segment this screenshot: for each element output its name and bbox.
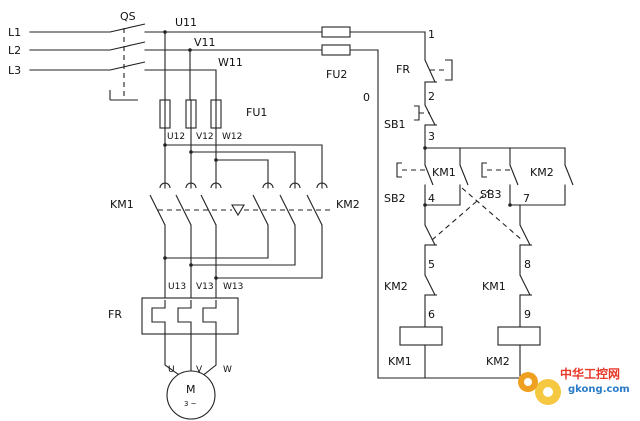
stop-button-sb1: SB1 <box>384 104 437 131</box>
coil-reverse-label: KM2 <box>486 355 510 368</box>
motor: U V W M 3 ~ <box>164 333 232 420</box>
node-u12: U12 <box>167 132 185 142</box>
power-circuit: L1 L2 L3 QS U11 V11 W11 <box>8 10 360 420</box>
phase-lines: L1 L2 L3 <box>8 26 111 77</box>
motor-terminal-u: U <box>168 365 175 375</box>
node-2: 2 <box>428 90 435 103</box>
fuse-fu2-label: FU2 <box>326 68 347 81</box>
forward-branch: SB2 KM1 4 5 KM2 6 KM1 <box>384 147 469 379</box>
node-v12: V12 <box>196 132 214 142</box>
node-w13: W13 <box>223 282 243 292</box>
overload-relay: FR <box>108 297 239 335</box>
node-u11: U11 <box>175 16 197 29</box>
contactor-km2-label: KM2 <box>336 198 360 211</box>
reverse-branch: SB3 KM2 7 8 KM1 9 KM2 <box>480 147 574 379</box>
overload-label: FR <box>108 308 122 321</box>
node-4: 4 <box>428 192 435 205</box>
contactor-outputs: U13 V13 W13 <box>163 224 323 301</box>
coil-forward-label: KM1 <box>388 355 412 368</box>
node-5: 5 <box>428 258 435 271</box>
fuse-fu1: FU1 U12 V12 W12 <box>159 99 267 142</box>
common-return: 0 <box>363 49 524 379</box>
node-9: 9 <box>524 308 531 321</box>
interlock-forward-label: KM2 <box>384 280 408 293</box>
node-7: 7 <box>523 192 530 205</box>
watermark-brand: 中华工控网 <box>560 366 620 381</box>
forward-button-label: SB2 <box>384 192 406 205</box>
stop-button-label: SB1 <box>384 118 406 131</box>
contactor-km1-contacts: KM1 <box>110 182 222 226</box>
node-1: 1 <box>428 28 435 41</box>
isolator-label: QS <box>120 10 136 23</box>
fuse-fu2: FU2 <box>163 26 426 81</box>
node-6: 6 <box>428 308 435 321</box>
motor-terminal-v: V <box>196 365 203 375</box>
control-chain: 1 FR 2 SB1 3 <box>384 28 566 150</box>
isolator-switch: QS <box>109 10 146 101</box>
motor-sub-label: 3 ~ <box>184 400 197 408</box>
node-u13: U13 <box>168 282 186 292</box>
node-v13: V13 <box>196 282 214 292</box>
contactor-km2-contacts: KM2 <box>252 182 360 226</box>
node-0: 0 <box>363 91 370 104</box>
mechanical-interlock <box>158 204 330 217</box>
node-w11: W11 <box>218 56 243 69</box>
node-8: 8 <box>524 258 531 271</box>
interlock-reverse-label: KM1 <box>482 280 506 293</box>
fr-contact-label: FR <box>396 63 410 76</box>
phase-l3-label: L3 <box>8 64 21 77</box>
control-circuit: FU2 0 1 FR 2 <box>163 26 574 379</box>
fr-contact: FR <box>396 59 453 83</box>
motor-label: M <box>186 383 196 396</box>
watermark: 中华工控网 gkong.com <box>518 366 630 405</box>
electrical-interlock <box>431 187 523 241</box>
watermark-url: gkong.com <box>568 384 630 395</box>
phase-buses: U11 V11 W11 <box>144 16 243 101</box>
contactor-feeds <box>163 127 323 189</box>
motor-terminal-w: W <box>223 365 232 375</box>
gear-icon <box>518 372 561 405</box>
fuse-fu1-label: FU1 <box>246 106 267 119</box>
phase-l1-label: L1 <box>8 26 21 39</box>
reverse-button-label: SB3 <box>480 188 502 201</box>
contactor-km1-label: KM1 <box>110 198 134 211</box>
phase-l2-label: L2 <box>8 44 21 57</box>
forward-hold-label: KM1 <box>432 166 456 179</box>
node-3: 3 <box>428 130 435 143</box>
node-w12: W12 <box>222 132 242 142</box>
reverse-hold-label: KM2 <box>530 166 554 179</box>
node-v11: V11 <box>194 36 216 49</box>
